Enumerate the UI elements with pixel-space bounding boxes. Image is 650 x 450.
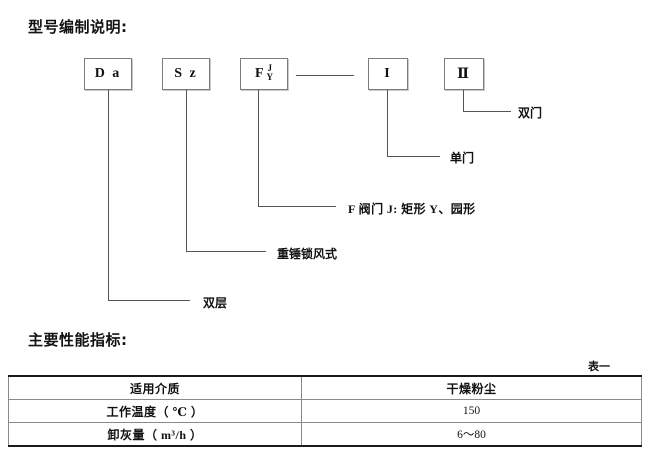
annotation-layer-type: 双层 [203, 296, 228, 310]
code-box-sz-label: S z [174, 66, 198, 81]
code-box-roman-one: I [368, 58, 408, 90]
page-title-model-code: 型号编制说明: [28, 18, 128, 36]
code-box-roman-two: Ⅱ [444, 58, 484, 90]
connector-line-f-to-one [296, 75, 354, 76]
leader-line-single-door-horizontal [387, 156, 440, 157]
leader-line-valve-horizontal [258, 206, 336, 207]
code-box-roman-one-label: I [384, 66, 392, 81]
code-box-roman-two-label: Ⅱ [457, 66, 471, 82]
table-cell-label: 卸灰量（ m³/h ） [8, 422, 302, 447]
code-box-sz: S z [162, 58, 210, 90]
table-cell-value: 干燥粉尘 [301, 375, 642, 400]
performance-table: 适用介质 干燥粉尘 工作温度（ ℃ ） 150 卸灰量（ m³/h ） 6～80 [8, 375, 642, 447]
table-cell-label: 适用介质 [8, 375, 302, 400]
code-box-f-variants: J Y [266, 62, 274, 82]
code-box-f-label: F [254, 66, 266, 81]
leader-line-lock-horizontal [186, 251, 266, 252]
code-box-f-sub: Y [266, 72, 274, 82]
leader-line-double-door-vertical [463, 90, 464, 112]
leader-line-lock-vertical [186, 90, 187, 252]
table-row: 适用介质 干燥粉尘 [8, 375, 642, 400]
code-box-f-sup: J [267, 62, 273, 73]
leader-line-double-door-horizontal [463, 111, 511, 112]
code-box-da: D a [84, 58, 132, 90]
table-row: 工作温度（ ℃ ） 150 [8, 399, 642, 423]
code-box-f: F J Y [240, 58, 288, 90]
page-title-performance: 主要性能指标: [28, 331, 128, 349]
table-cell-value: 6～80 [301, 422, 642, 447]
table-row: 卸灰量（ m³/h ） 6～80 [8, 422, 642, 447]
leader-line-layer-horizontal [108, 300, 190, 301]
leader-line-single-door-vertical [387, 90, 388, 157]
code-box-da-label: D a [94, 66, 122, 81]
table-caption: 表一 [588, 360, 610, 373]
leader-line-valve-vertical [258, 90, 259, 207]
annotation-valve-type: F 阀门 J: 矩形 Y、园形 [348, 202, 476, 216]
table-cell-value: 150 [301, 399, 642, 423]
leader-line-layer-vertical [108, 90, 109, 301]
table-cell-label: 工作温度（ ℃ ） [8, 399, 302, 423]
annotation-lock-type: 重锤锁风式 [277, 247, 338, 261]
annotation-double-door: 双门 [518, 106, 543, 120]
annotation-single-door: 单门 [450, 151, 475, 165]
